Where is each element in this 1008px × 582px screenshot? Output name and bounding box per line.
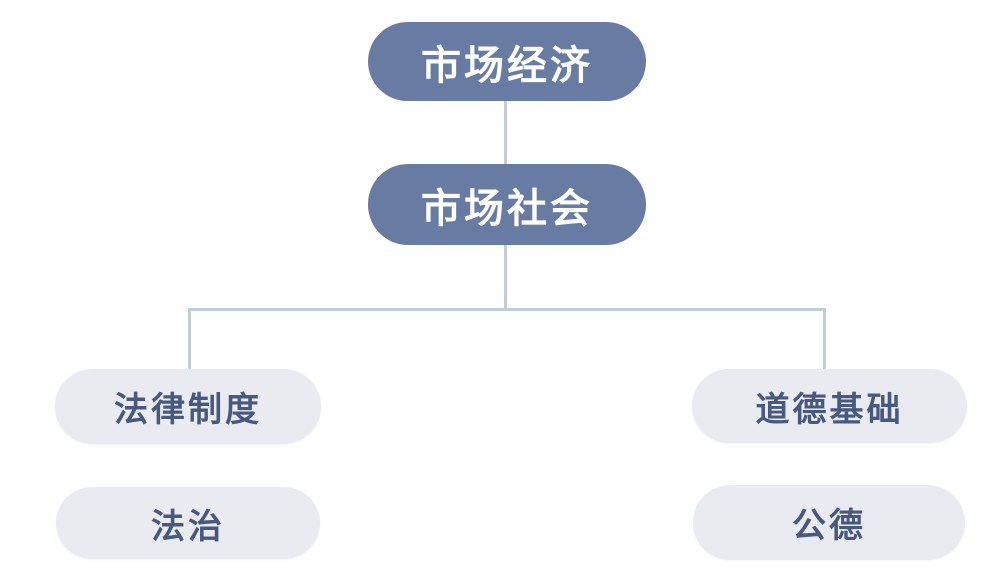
- node-legal-system: 法律制度: [55, 369, 321, 444]
- node-market-economy: 市场经济: [368, 22, 646, 101]
- connector-drop-right: [823, 308, 826, 369]
- node-market-society: 市场社会: [368, 164, 646, 245]
- connector-root-to-child: [504, 101, 507, 164]
- node-moral-foundation: 道德基础: [692, 369, 967, 443]
- connector-branch-horizontal: [188, 308, 826, 311]
- node-public-morality: 公德: [693, 485, 965, 560]
- node-rule-of-law: 法治: [56, 487, 320, 559]
- connector-child-to-branches: [504, 245, 507, 308]
- connector-drop-left: [188, 308, 191, 369]
